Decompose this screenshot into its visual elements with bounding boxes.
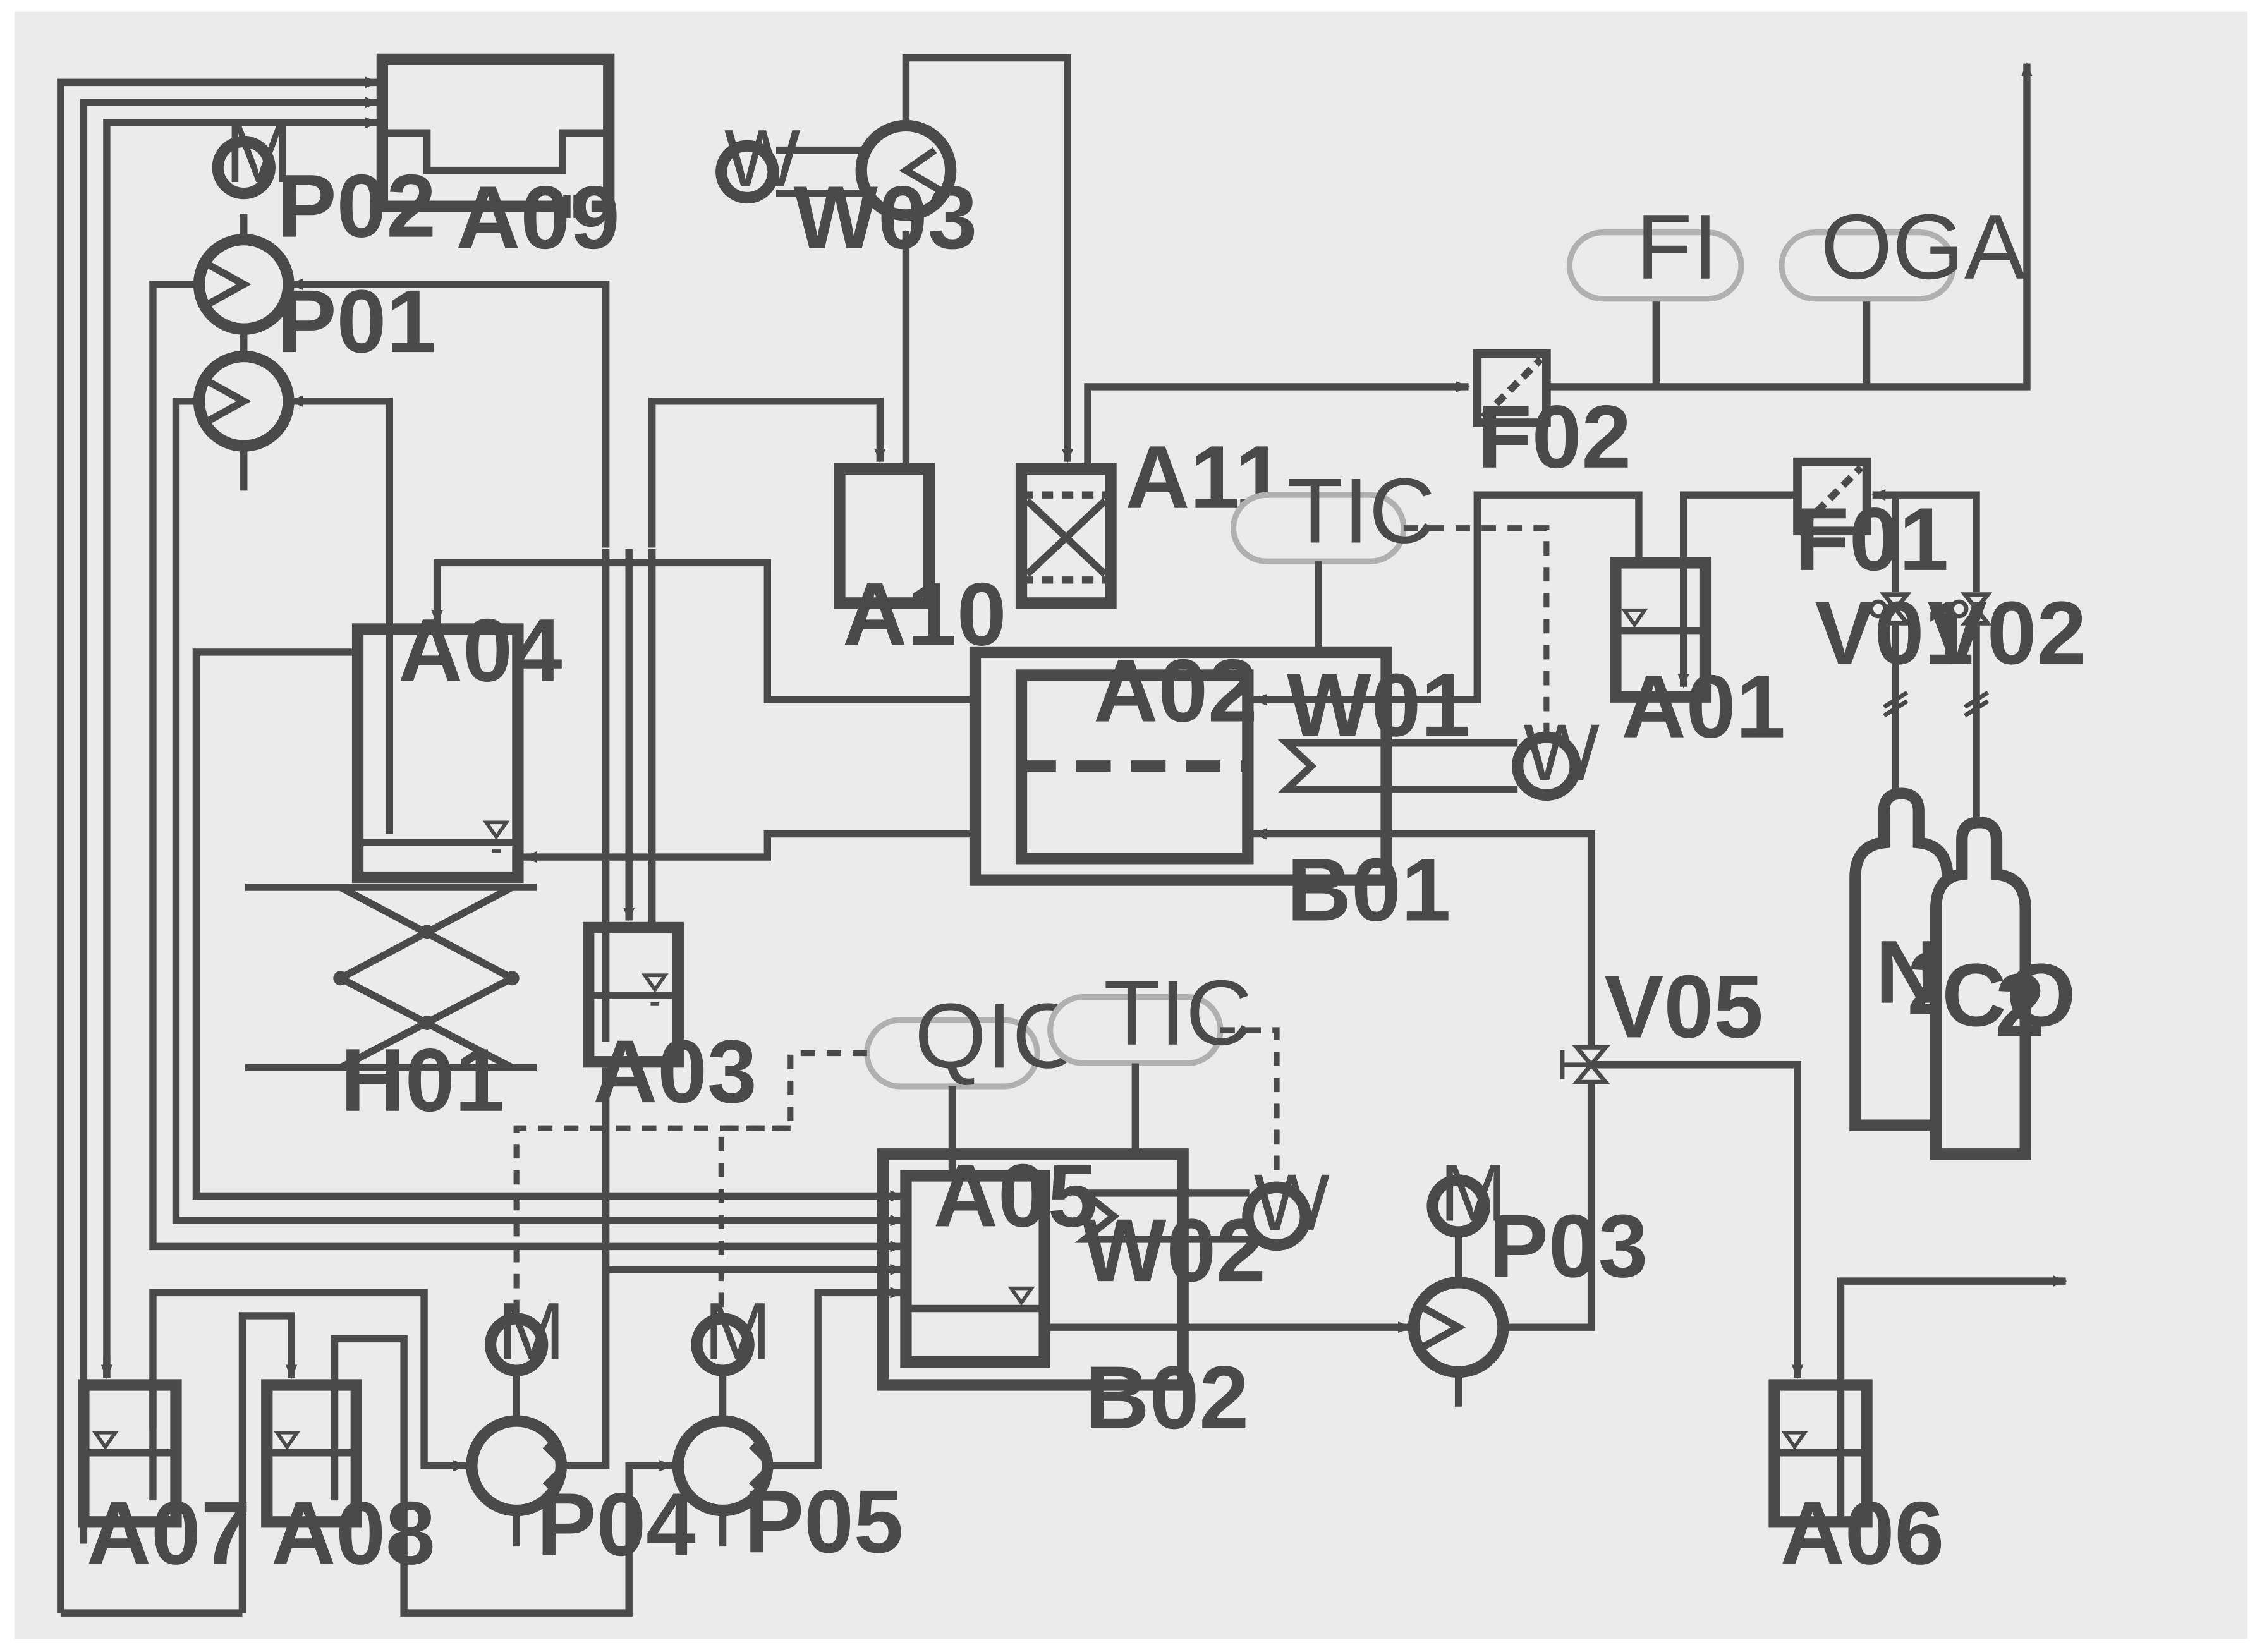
line-a04-p01 xyxy=(288,395,393,628)
line-v02-f01 xyxy=(1871,489,1980,592)
motor-symbol-p03: M xyxy=(1440,1148,1507,1238)
pump-p05: M P05 xyxy=(672,1286,904,1571)
label-b01: B01 xyxy=(1287,840,1451,940)
line-a01-a02 xyxy=(1252,491,1643,706)
vessel-a03: A03 xyxy=(583,921,757,1121)
motor-p02 xyxy=(212,135,276,200)
instrument-qic: QIC xyxy=(864,984,1079,1090)
label-p04: P04 xyxy=(537,1474,696,1574)
line-p01-a05 xyxy=(172,398,905,1227)
label-a07: A07 xyxy=(87,1483,251,1583)
label-p05: P05 xyxy=(745,1471,904,1571)
line-w03-a11 xyxy=(902,54,1074,463)
bath-b02: A05 W02 B02 W xyxy=(877,1145,1330,1447)
label-a02: A02 xyxy=(1093,641,1258,741)
heater-symbol-w01: W xyxy=(1523,708,1600,798)
line-a07-p04 xyxy=(149,1289,468,1472)
filter-f01: F01 xyxy=(1793,457,1949,589)
label-p03: P03 xyxy=(1489,1196,1648,1296)
label-a06: A06 xyxy=(1780,1483,1945,1583)
line-a07-a09-outer xyxy=(57,76,380,1613)
instrument-tic-b02: TIC xyxy=(1047,961,1252,1067)
label-a03: A03 xyxy=(593,1021,757,1121)
line-v05-a06 xyxy=(1591,1061,1804,1380)
heater-w01 xyxy=(1512,731,1581,801)
label-co2: CO xyxy=(1942,945,2076,1045)
label-p02: P02 xyxy=(277,156,436,256)
cylinder-co2: CO 2 xyxy=(1930,817,2076,1160)
line-a06-out xyxy=(1837,1275,2067,1522)
line-a03-a10 xyxy=(648,398,886,924)
label-a04: A04 xyxy=(398,600,562,700)
instrument-tic-b01: TIC xyxy=(1230,459,1435,564)
label-co2-sub: 2 xyxy=(1995,955,2045,1055)
heater-symbol-w03: W xyxy=(724,114,801,204)
motor-symbol-p05: M xyxy=(704,1286,771,1376)
label-f01: F01 xyxy=(1794,489,1949,589)
label-tic-b01: TIC xyxy=(1287,459,1435,562)
vessel-a08: A08 xyxy=(261,1379,435,1583)
label-oga: OGA xyxy=(1821,195,2026,298)
line-a08-p05 xyxy=(331,1335,674,1617)
instrument-oga: OGA xyxy=(1779,195,2026,302)
label-f02: F02 xyxy=(1477,387,1631,487)
valve-v05: V05 xyxy=(1560,956,1763,1084)
label-w03: W03 xyxy=(793,167,977,267)
heater-w03 xyxy=(715,140,779,204)
line-p02-a05 xyxy=(149,281,905,1253)
motor-symbol-p04: M xyxy=(497,1286,564,1376)
label-a09: A09 xyxy=(456,167,620,267)
vessel-a04: A04 xyxy=(351,600,562,884)
label-v01: V01 xyxy=(1815,583,1974,683)
heater-w02 xyxy=(1242,1181,1311,1251)
line-a11-f02 xyxy=(1084,380,1470,465)
motor-p03 xyxy=(1426,1174,1490,1238)
vessel-a10: A10 xyxy=(834,463,1007,664)
lift-h01: H01 xyxy=(245,884,537,1130)
motor-p04 xyxy=(484,1313,549,1376)
cylinder-n2: N 2 xyxy=(1849,787,1957,1131)
cooler-w03: W W03 xyxy=(715,114,977,267)
label-a01: A01 xyxy=(1622,657,1786,756)
line-p04-up xyxy=(561,1269,610,1470)
label-fi: FI xyxy=(1636,195,1718,298)
valve-v01: V01 xyxy=(1815,583,1974,797)
heater-symbol-w02: W xyxy=(1254,1158,1330,1248)
motor-p05 xyxy=(691,1313,755,1376)
line-v05-a02 xyxy=(1252,828,1595,1047)
vessel-a06: A06 xyxy=(1768,1379,1945,1583)
line-f01-a01 xyxy=(1677,491,1798,689)
vessel-a07: A07 xyxy=(78,1379,251,1583)
label-a08: A08 xyxy=(271,1483,435,1583)
pump-p03: M P03 xyxy=(1408,1148,1648,1407)
line-to-a09-2 xyxy=(80,97,380,1544)
bath-b01: A02 B01 W01 W xyxy=(969,641,1600,940)
label-v05: V05 xyxy=(1604,956,1763,1056)
valve-v02: V02 xyxy=(1927,583,2086,825)
vessel-a09: A09 xyxy=(376,53,620,267)
instrument-fi: FI xyxy=(1566,195,1744,302)
label-tic-b02: TIC xyxy=(1104,961,1252,1064)
label-a05: A05 xyxy=(933,1145,1098,1245)
motor-symbol-p02: M xyxy=(225,109,292,200)
line-a02-a04-bottom xyxy=(522,830,975,863)
line-a04-a05 xyxy=(192,648,905,1202)
line-a02-a04-top xyxy=(431,559,975,703)
line-exhaust xyxy=(1546,62,2033,391)
line-to-a08 xyxy=(238,1312,298,1613)
label-w01: W01 xyxy=(1287,655,1471,755)
label-n2: N xyxy=(1875,922,1940,1022)
line-to-a07 xyxy=(103,117,380,1378)
label-b02: B02 xyxy=(1085,1347,1249,1447)
label-v02: V02 xyxy=(1927,583,2086,683)
vessel-a01: A01 xyxy=(1610,557,1786,756)
line-p05-a05 xyxy=(767,1287,905,1470)
label-h01: H01 xyxy=(341,1030,505,1130)
line-to-p02 xyxy=(288,278,610,549)
line-p03-v05 xyxy=(1504,1082,1595,1331)
